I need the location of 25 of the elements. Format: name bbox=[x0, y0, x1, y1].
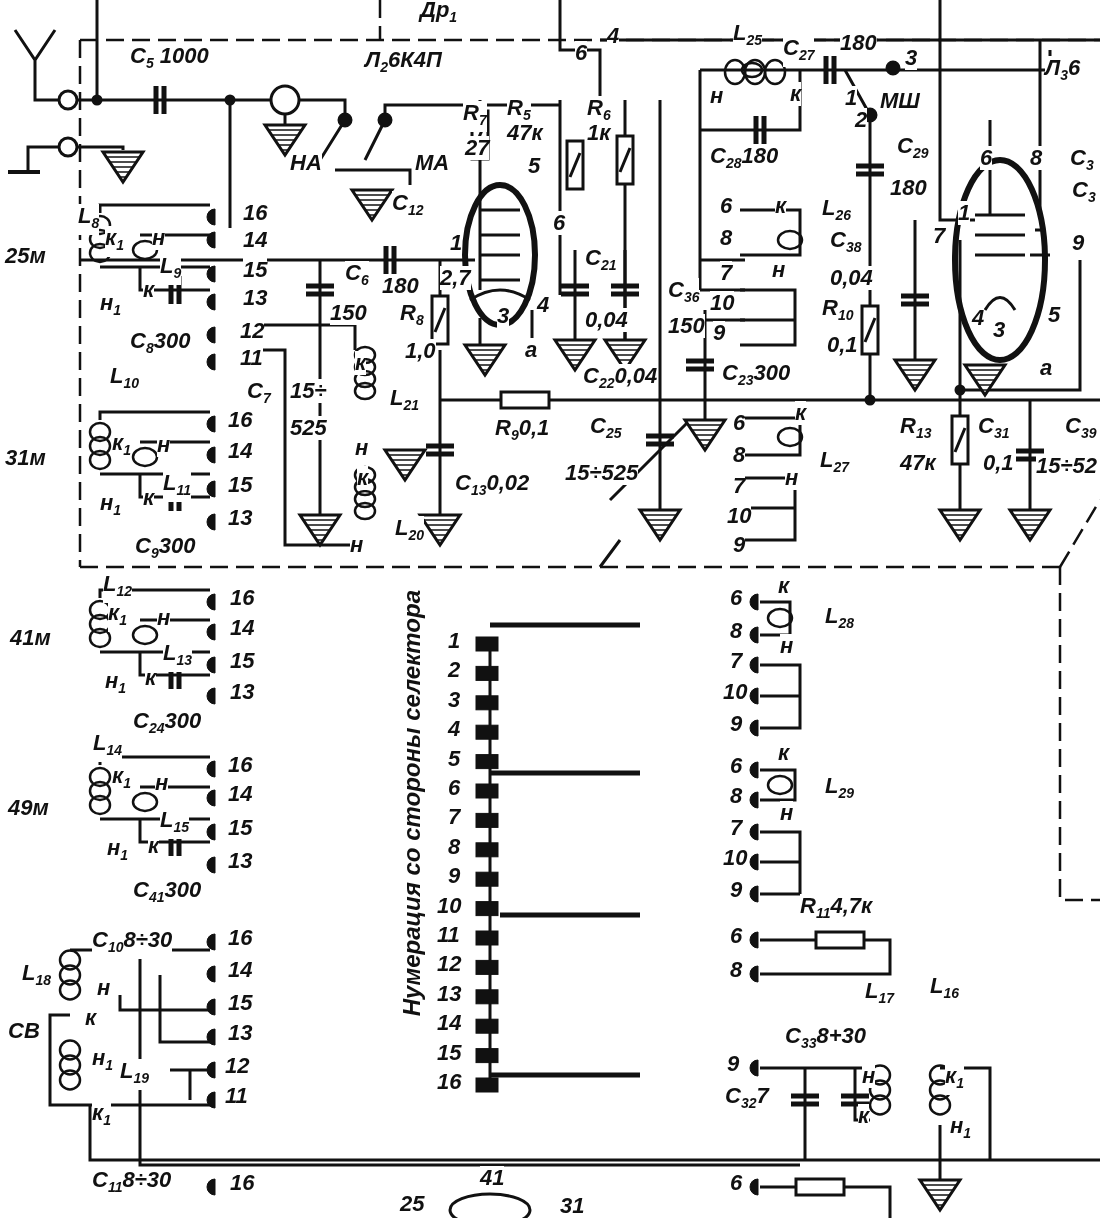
component-label: L$_{8}$ bbox=[78, 204, 100, 236]
winding-label: к$_{1}$ bbox=[945, 1064, 964, 1096]
contact-number: 6 bbox=[980, 146, 993, 170]
winding-label: к bbox=[790, 82, 802, 106]
contact-number: 6 bbox=[553, 211, 566, 235]
component-label: L$_{19}$ bbox=[120, 1059, 150, 1091]
contact-number: 8 bbox=[1030, 146, 1043, 170]
contact-number: 1 bbox=[958, 201, 971, 225]
component-label: 0,04 bbox=[830, 266, 873, 290]
component-label: C$_{27}$ bbox=[783, 36, 815, 68]
winding-label: н bbox=[862, 1064, 876, 1088]
component-label: 27 bbox=[465, 136, 490, 160]
component-label: L$_{11}$ bbox=[163, 471, 191, 503]
component-label: 525 bbox=[290, 416, 327, 440]
component-label: 1,0 bbox=[405, 339, 436, 363]
winding-label: к$_{1}$ bbox=[105, 226, 124, 258]
component-label: 0,04 bbox=[585, 308, 628, 332]
winding-label: к bbox=[357, 466, 369, 490]
component-label: 15÷ bbox=[290, 379, 327, 403]
component-label: R$_{7}$ bbox=[463, 101, 487, 133]
component-label: 2,7 bbox=[440, 266, 471, 290]
winding-label: к$_{1}$ bbox=[108, 601, 127, 633]
winding-label: к bbox=[355, 351, 367, 375]
component-label: 150 bbox=[668, 314, 705, 338]
winding-label: к bbox=[795, 401, 807, 425]
